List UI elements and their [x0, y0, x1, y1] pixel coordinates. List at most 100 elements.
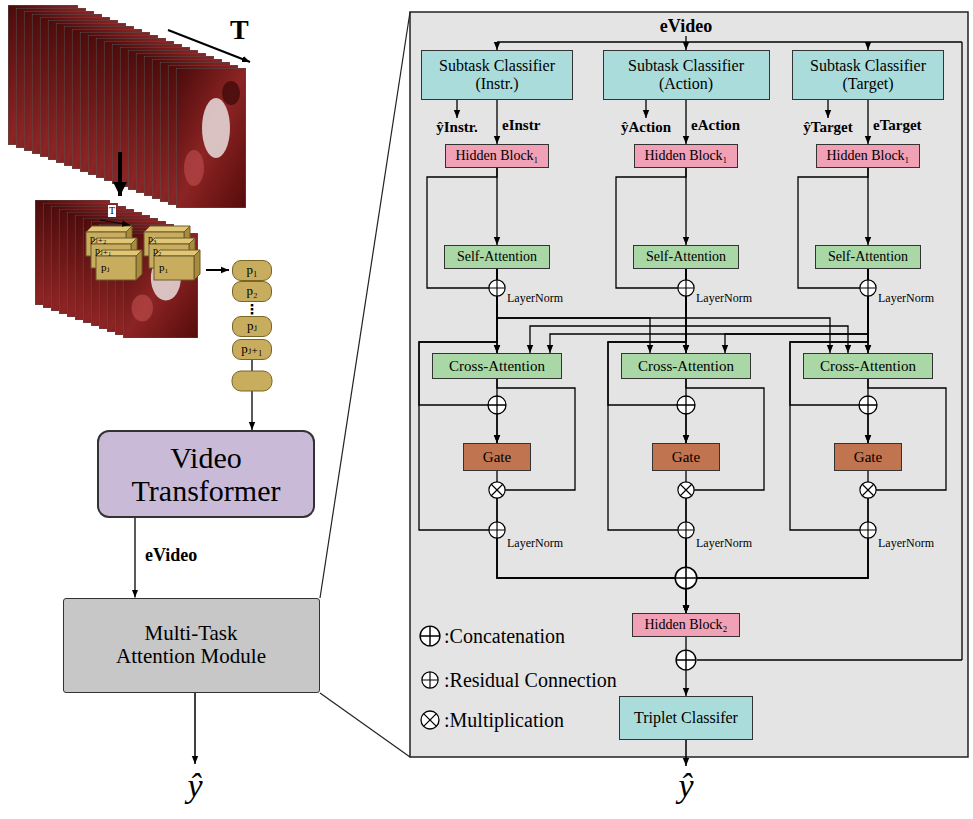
node-text: Hidden Block₁	[826, 148, 909, 163]
attention-box: Cross-Attention	[432, 353, 562, 379]
concat-symbol	[859, 396, 877, 414]
node-text: Gate	[672, 449, 700, 466]
output-label: ŷAction	[621, 119, 671, 136]
residual-symbol	[678, 280, 694, 296]
gate-box: Gate	[834, 443, 902, 471]
connector	[867, 168, 868, 245]
output-label: ŷTarget	[803, 119, 852, 136]
residual-symbol	[860, 522, 876, 538]
module-box: Multi-Task Attention Module	[63, 598, 320, 693]
multiply-symbol	[860, 482, 876, 498]
patch-label: pⱼ	[101, 261, 109, 274]
connector	[530, 269, 686, 353]
connector	[686, 269, 848, 353]
node-text: Self-Attention	[828, 249, 908, 264]
zoom-panel	[410, 12, 968, 757]
classifier-box: Subtask Classifier (Instr.)	[421, 50, 573, 100]
classifier-box: Triplet Classifer	[619, 696, 753, 740]
hidden-block: Hidden Block₁	[816, 144, 920, 168]
legend-text: :Multiplication	[444, 709, 564, 732]
concat-symbol	[677, 396, 695, 414]
connector	[725, 269, 868, 353]
node-text: Hidden Block₂	[644, 617, 727, 632]
node-text: Hidden Block₁	[455, 148, 538, 163]
cube-face	[154, 256, 194, 280]
input-line	[685, 36, 686, 42]
hidden-block: Hidden Block₂	[632, 613, 740, 637]
attention-box: Cross-Attention	[803, 353, 933, 379]
legend-symbol	[422, 672, 438, 688]
residual-symbol	[678, 522, 694, 538]
attention-box: Cross-Attention	[621, 353, 751, 379]
ellipsis: ⋮	[245, 301, 259, 317]
edge-label: eAction	[691, 117, 740, 134]
patch-label: p₁	[159, 261, 168, 274]
node-text: Hidden Block₁	[644, 148, 727, 163]
legend-text: :Residual Connection	[444, 669, 617, 692]
video-frame	[123, 233, 198, 338]
connector	[867, 100, 868, 144]
node-text: Self-Attention	[646, 249, 726, 264]
classifier-box: Subtask Classifier (Target)	[792, 50, 944, 100]
patch-label: p₃	[148, 233, 157, 245]
node-text: p₁	[246, 263, 257, 277]
connector	[496, 100, 497, 144]
patch-label: p₂	[153, 245, 162, 257]
node-text: Cross-Attention	[638, 358, 734, 375]
gate-box: Gate	[652, 443, 720, 471]
connector	[685, 168, 686, 245]
norm-label: LayerNorm	[507, 292, 563, 306]
connector	[134, 518, 135, 598]
output-arrow	[645, 100, 646, 118]
legend-entry: :Residual Connection	[444, 669, 617, 692]
node-text: Cross-Attention	[449, 358, 545, 375]
hidden-block: Hidden Block₁	[445, 144, 549, 168]
cube-face	[86, 226, 132, 232]
attention-box: Self-Attention	[633, 245, 739, 269]
attention-box: Self-Attention	[444, 245, 550, 269]
output-arrow	[456, 100, 457, 118]
output-label: ŷInstr.	[436, 119, 478, 136]
input-arrow	[685, 42, 686, 50]
residual-symbol	[489, 522, 505, 538]
node-text: Multi-Task Attention Module	[106, 622, 276, 668]
node-text: Cross-Attention	[820, 358, 916, 375]
attention-box: Self-Attention	[815, 245, 921, 269]
cube-face	[96, 256, 136, 280]
axis-label: T	[108, 205, 116, 217]
input-arrow	[867, 42, 868, 50]
legend-symbol	[421, 711, 439, 729]
node-text: pⱼ	[247, 319, 257, 333]
zoom-line	[320, 693, 410, 757]
norm-label: LayerNorm	[507, 537, 563, 551]
edge-label: eInstr	[502, 117, 540, 134]
transformer-box: Video Transformer	[97, 430, 315, 518]
node-text: Subtask Classifier (Action)	[609, 57, 764, 92]
patch-label: pⱼ₊₂	[90, 233, 106, 245]
hidden-block: Hidden Block₁	[634, 144, 738, 168]
patch-label: pⱼ₊₁	[95, 245, 111, 257]
token	[232, 371, 272, 391]
residual-symbol	[489, 280, 505, 296]
zoom-line	[320, 12, 410, 598]
node-text: p₂	[246, 284, 257, 298]
token: pⱼ₊₁	[232, 339, 272, 360]
node-text: Subtask Classifier (Instr.)	[427, 57, 567, 92]
output-arrow	[194, 693, 196, 764]
connector	[686, 471, 868, 613]
axis-label: T	[230, 14, 249, 46]
token: pⱼ	[232, 316, 272, 337]
input-line	[497, 41, 962, 42]
edge-label: eTarget	[873, 117, 922, 134]
concat-symbol	[488, 396, 506, 414]
token: p₁	[232, 260, 272, 281]
token: p₂	[232, 281, 272, 302]
skip-line	[697, 659, 962, 660]
node-text: Gate	[854, 449, 882, 466]
classifier-box: Subtask Classifier (Action)	[603, 50, 770, 100]
connector	[497, 471, 686, 613]
node-text: Subtask Classifier (Target)	[798, 57, 938, 92]
node-text: Triplet Classifer	[634, 709, 738, 727]
